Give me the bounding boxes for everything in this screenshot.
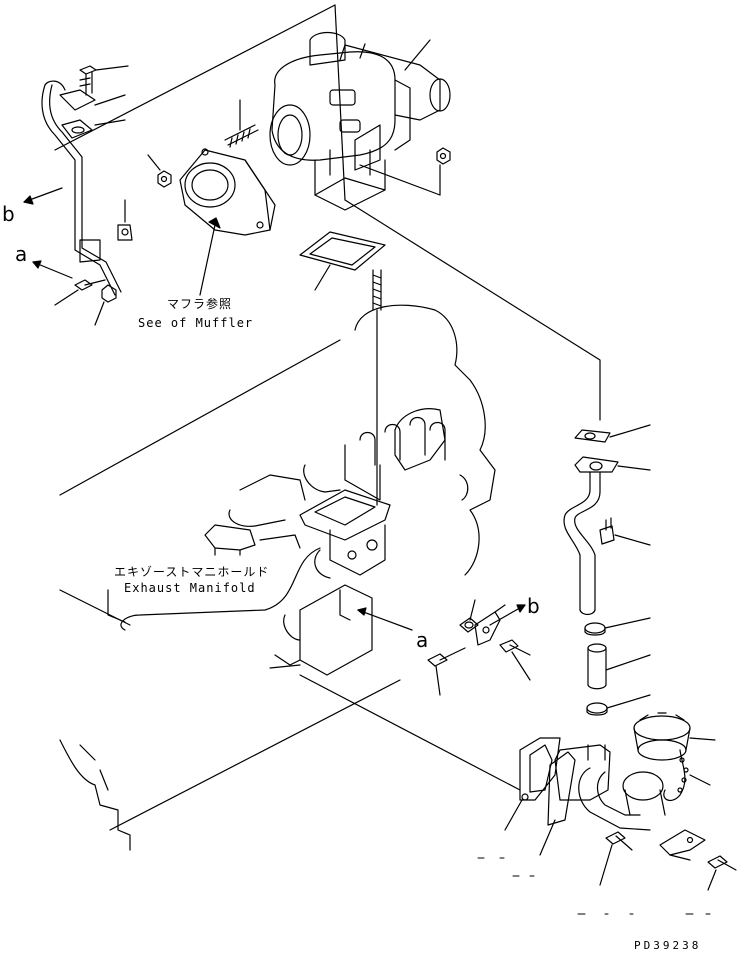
turbo-leaders [359, 39, 441, 196]
bolt-right-1 [599, 517, 651, 546]
pipe-bolts [54, 65, 129, 326]
nut-right [436, 147, 451, 165]
oil-pipe-left [41, 77, 133, 296]
nut-left [147, 154, 172, 188]
cap-chain [663, 749, 711, 802]
clamp-2 [586, 694, 651, 716]
frame-lines [54, 4, 601, 831]
callout-arrows-left [23, 187, 73, 279]
lower-bracket [659, 829, 706, 861]
callout-arrow-cover [357, 607, 413, 631]
long-stud [372, 269, 382, 506]
callout-arrow-b-right [489, 604, 526, 626]
item-tick-marks [477, 857, 711, 915]
stud-bolt [224, 99, 259, 148]
bolt-lower-left [599, 831, 633, 886]
exhaust-adapter [179, 148, 276, 236]
engine-block [204, 304, 496, 576]
gasket-upper-right [574, 424, 651, 443]
side-cover [269, 584, 373, 676]
manifold-label-en: Exhaust Manifold [124, 581, 256, 595]
manifold-label-jp: エキゾーストマニホールド [114, 565, 270, 579]
turbocharger [269, 31, 451, 211]
callout-b-left: b [2, 202, 15, 226]
bracket [474, 604, 506, 646]
drawing-code: PD39238 [634, 939, 702, 952]
bolt-lower-right [707, 855, 737, 891]
engine-lower [59, 589, 131, 851]
callout-b-right: b [527, 594, 540, 618]
clamp-1 [584, 617, 651, 636]
flange-gasket-lower [504, 737, 561, 831]
small-gasket [459, 599, 479, 633]
muffler-label-jp: マフラ参照 [167, 297, 233, 311]
muffler-label-en: See of Muffler [138, 316, 254, 330]
hose [587, 643, 651, 690]
bolts-center [427, 639, 531, 696]
lower-flange [539, 751, 576, 856]
pipe-bend-right [563, 471, 601, 616]
pipe-flange-right [574, 456, 651, 473]
muffler-ref-arrow [199, 217, 221, 296]
callout-a-right: a [416, 628, 429, 652]
manifold-flange [299, 489, 391, 579]
turbo-gasket [299, 231, 386, 291]
callout-a-left: a [15, 242, 28, 266]
outlet-elbow [554, 744, 666, 831]
cap [633, 712, 716, 761]
